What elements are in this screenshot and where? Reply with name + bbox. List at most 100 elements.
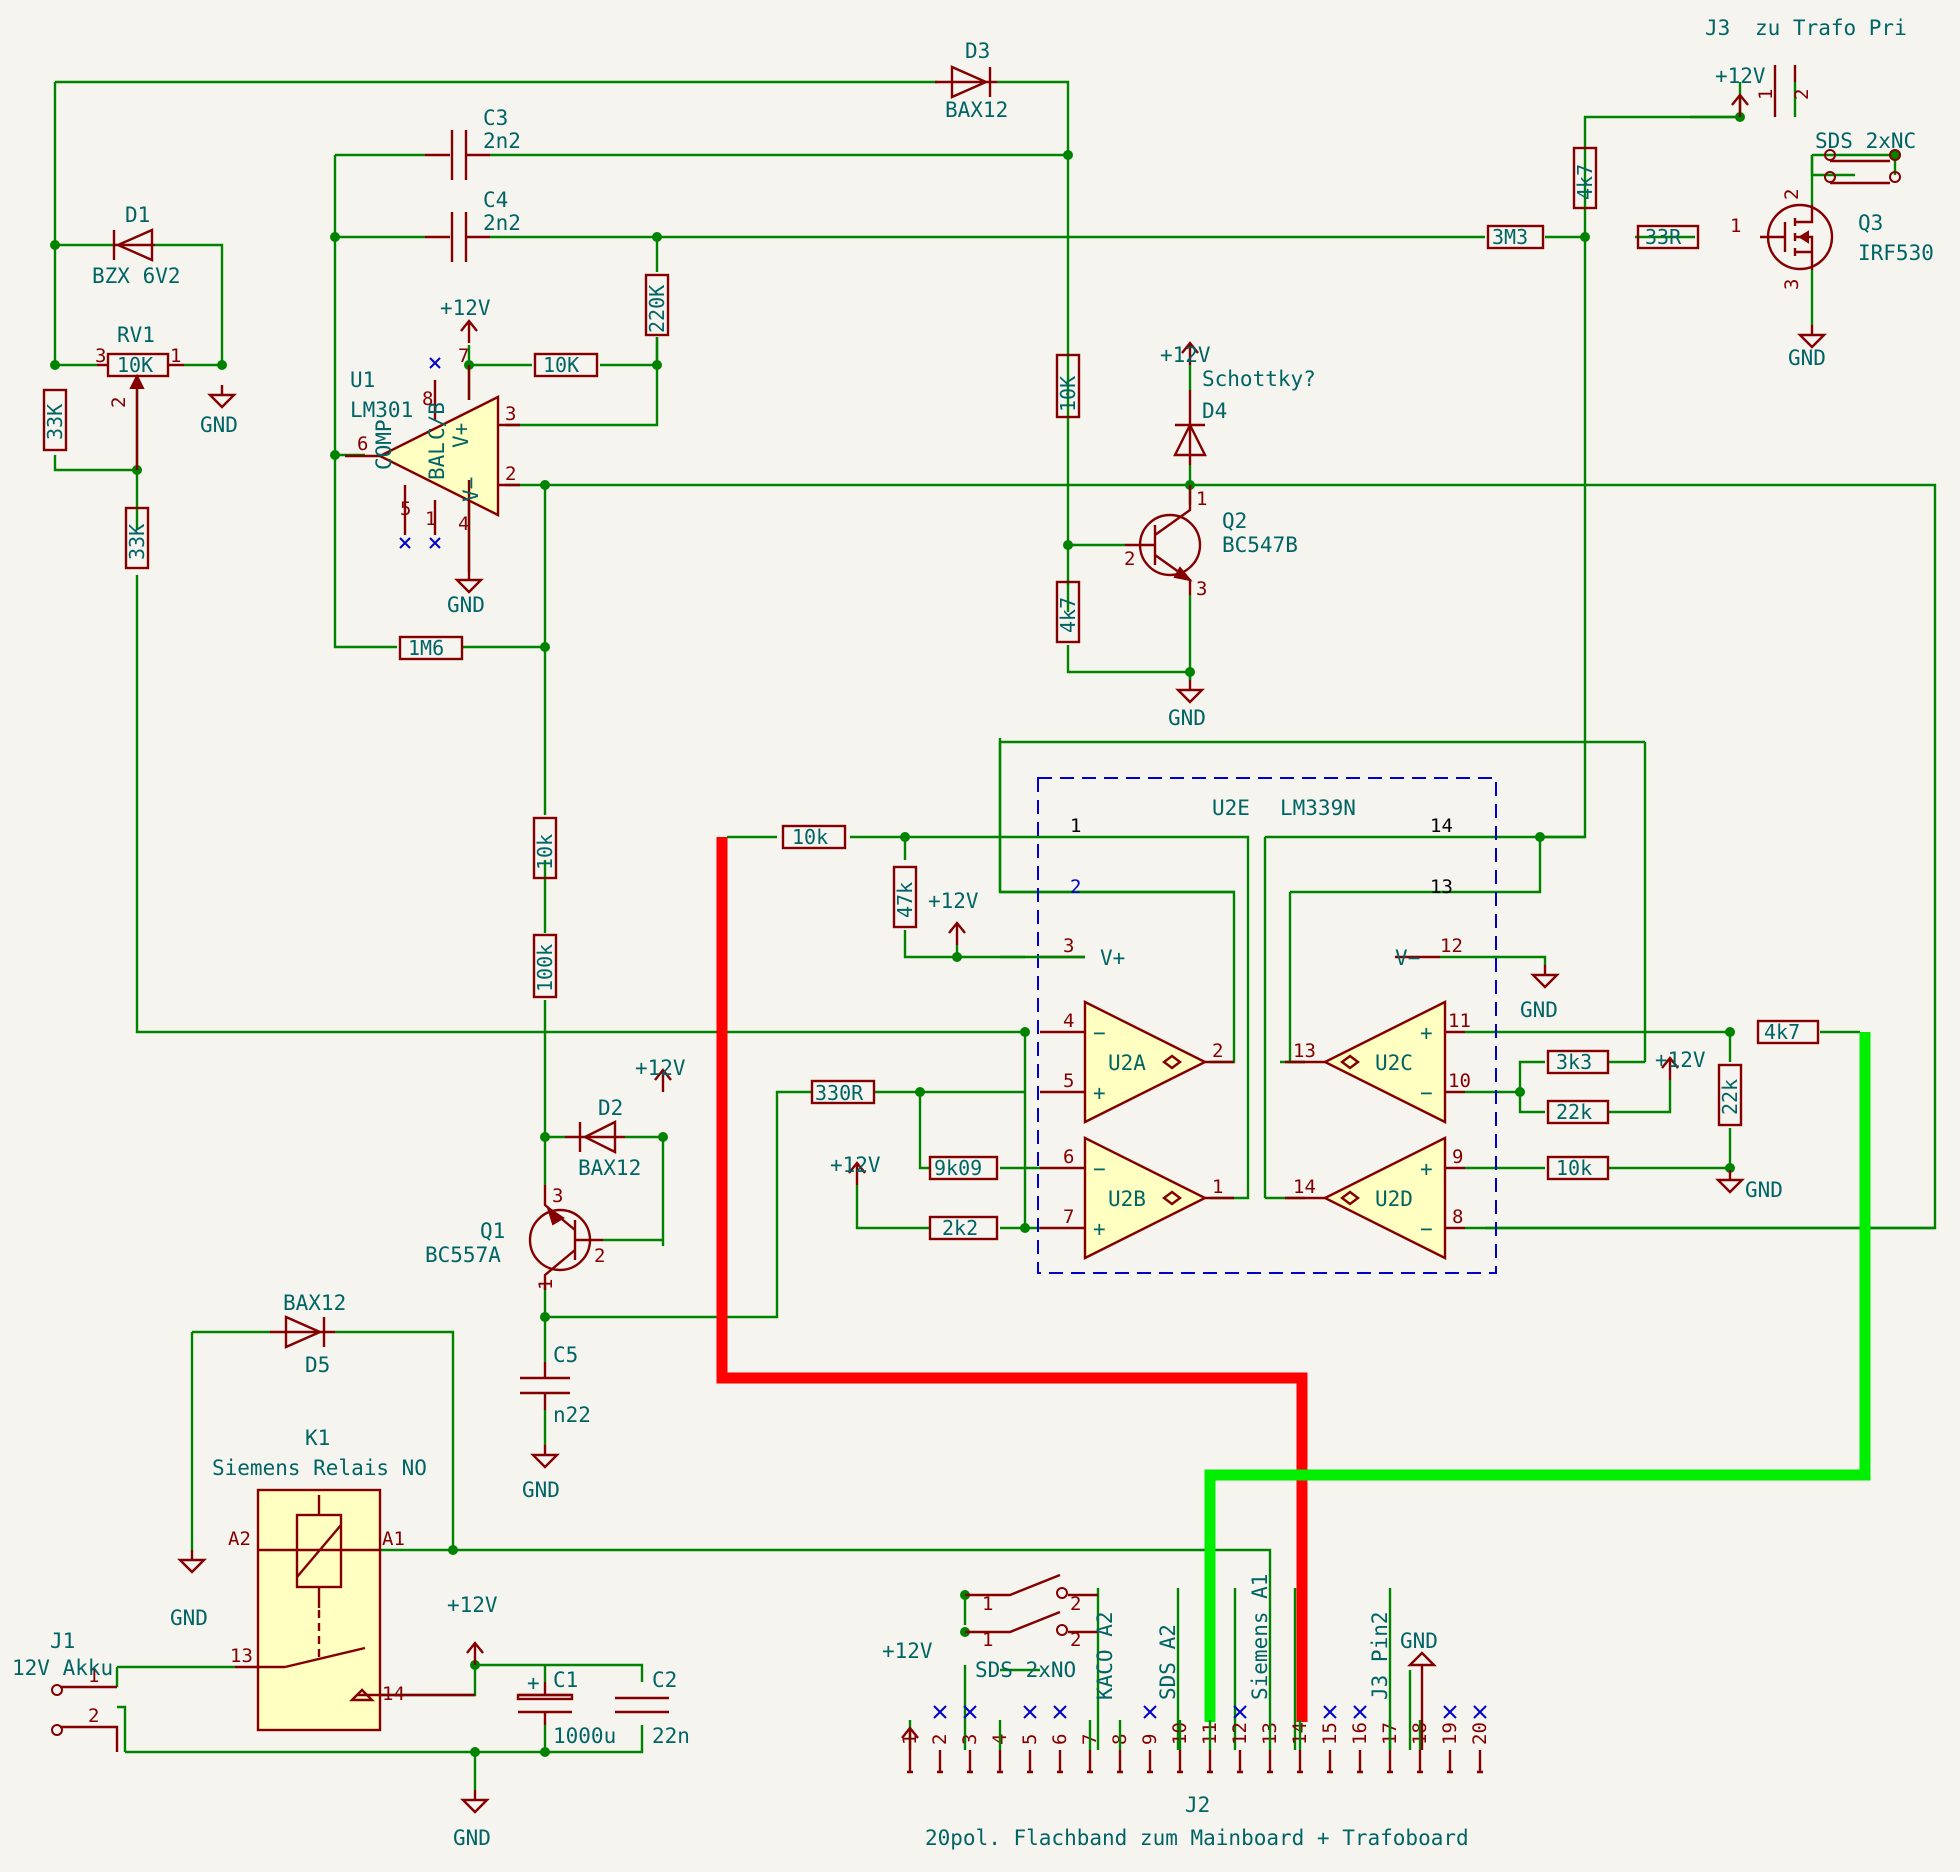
svg-text:9k09: 9k09 xyxy=(934,1156,982,1180)
transistor-q2: 2 1 3 Q2 BC547B xyxy=(1124,485,1298,600)
j2-pin-number: 15 xyxy=(1319,1722,1341,1745)
no-connect-marker xyxy=(1323,1705,1337,1719)
svg-text:3: 3 xyxy=(1196,578,1207,600)
svg-text:C/B: C/B xyxy=(425,402,449,440)
svg-text:11: 11 xyxy=(1448,1010,1471,1032)
svg-text:−: − xyxy=(1420,1081,1433,1105)
capacitor-c3: C3 2n2 xyxy=(425,106,521,180)
svg-text:−: − xyxy=(1420,1217,1433,1241)
svg-text:−: − xyxy=(1093,1021,1106,1045)
svg-text:D1: D1 xyxy=(125,203,150,227)
j2-label-kaco: KACO A2 xyxy=(1093,1611,1117,1700)
j2-pin-number: 2 xyxy=(929,1734,951,1745)
svg-text:C3: C3 xyxy=(483,106,508,130)
svg-text:2: 2 xyxy=(1070,1593,1081,1615)
svg-text:8: 8 xyxy=(422,388,433,410)
u2e-package-box xyxy=(1037,777,1497,1274)
svg-text:1: 1 xyxy=(1196,488,1207,510)
j2-pin-1 xyxy=(907,1750,913,1774)
svg-text:U2C: U2C xyxy=(1375,1051,1413,1075)
svg-text:3: 3 xyxy=(505,403,516,425)
svg-text:GND: GND xyxy=(200,413,238,437)
lm339-pin12: 12 xyxy=(1440,935,1463,957)
diode-d2: D2 BAX12 xyxy=(565,1096,641,1180)
svg-text:+12V: +12V xyxy=(1655,1048,1706,1072)
j2-pin-number: 19 xyxy=(1439,1722,1461,1745)
svg-text:GND: GND xyxy=(1745,1178,1783,1202)
svg-text:U2A: U2A xyxy=(1108,1051,1146,1075)
capacitor-c4: C4 2n2 xyxy=(425,188,521,262)
svg-text:3: 3 xyxy=(1781,279,1803,290)
svg-text:K1: K1 xyxy=(305,1426,330,1450)
junctions xyxy=(50,112,1900,1757)
svg-text:GND: GND xyxy=(170,1606,208,1630)
svg-text:1: 1 xyxy=(1212,1176,1223,1198)
svg-text:+: + xyxy=(1093,1081,1106,1105)
no-connect-markers xyxy=(399,357,441,549)
svg-text:GND: GND xyxy=(447,593,485,617)
svg-text:33K: 33K xyxy=(43,404,67,440)
j2-pin-16 xyxy=(1357,1750,1363,1774)
wires xyxy=(53,80,1937,1790)
svg-text:2: 2 xyxy=(108,397,130,408)
j2-pin-number: 3 xyxy=(959,1734,981,1745)
switch-sds-nc: SDS 2xNC xyxy=(1815,129,1916,185)
red-highlight-wire xyxy=(716,837,1308,1722)
svg-text:+12V: +12V xyxy=(830,1153,881,1177)
svg-text:SDS 2xNC: SDS 2xNC xyxy=(1815,129,1916,153)
no-connect-marker xyxy=(1143,1705,1157,1719)
svg-text:zu Trafo Pri: zu Trafo Pri xyxy=(1755,16,1907,40)
no-connect-marker xyxy=(1473,1705,1487,1719)
u2a-comparator: 4 5 2 −+ U2A xyxy=(1040,1000,1234,1124)
svg-text:7: 7 xyxy=(458,345,469,367)
lm339-pin13: 13 xyxy=(1430,876,1453,898)
j2-pin-18 xyxy=(1417,1750,1423,1774)
svg-text:14: 14 xyxy=(1293,1176,1316,1198)
svg-text:V−: V− xyxy=(459,477,483,502)
j2-pin-2 xyxy=(937,1750,943,1774)
j2-pin-number: 5 xyxy=(1019,1734,1041,1745)
lm339-pin14: 14 xyxy=(1430,815,1453,837)
svg-text:C4: C4 xyxy=(483,188,508,212)
svg-text:Q3: Q3 xyxy=(1858,211,1883,235)
svg-text:Q1: Q1 xyxy=(480,1219,505,1243)
j2-label-siemens: Siemens A1 xyxy=(1248,1574,1272,1700)
j2-pin-14 xyxy=(1297,1750,1303,1774)
j2-pin-17 xyxy=(1387,1750,1393,1774)
svg-text:C5: C5 xyxy=(553,1343,578,1367)
svg-text:9: 9 xyxy=(1452,1146,1463,1168)
j2-value: 20pol. Flachband zum Mainboard + Trafobo… xyxy=(925,1826,1469,1850)
no-connect-marker xyxy=(1053,1705,1067,1719)
svg-text:1: 1 xyxy=(982,1593,993,1615)
svg-text:+12V: +12V xyxy=(635,1056,686,1080)
svg-text:2: 2 xyxy=(1781,189,1803,200)
svg-text:4k7: 4k7 xyxy=(1764,1020,1800,1044)
j2-pin-10 xyxy=(1177,1750,1183,1774)
j2-pin-number: 16 xyxy=(1349,1722,1371,1745)
svg-text:Q2: Q2 xyxy=(1222,509,1247,533)
resistors: 33K 33K 220K 10K 1M6 10K 4k7 10k 100k 10… xyxy=(42,146,1820,1241)
svg-text:+12V: +12V xyxy=(928,889,979,913)
j2-pin-5 xyxy=(1027,1750,1033,1774)
svg-text:2k2: 2k2 xyxy=(942,1216,978,1240)
capacitor-c1: + C1 1000u xyxy=(516,1668,616,1748)
svg-text:−: − xyxy=(1093,1157,1106,1181)
svg-text:13: 13 xyxy=(230,1645,253,1667)
svg-text:7: 7 xyxy=(1063,1206,1074,1228)
j2-pin-12 xyxy=(1237,1750,1243,1774)
svg-text:BAX12: BAX12 xyxy=(283,1291,346,1315)
svg-text:1: 1 xyxy=(1755,89,1777,100)
svg-text:2: 2 xyxy=(1070,1629,1081,1651)
svg-text:COMP: COMP xyxy=(372,419,396,470)
svg-text:C1: C1 xyxy=(553,1668,578,1692)
svg-text:+12V: +12V xyxy=(1160,343,1211,367)
svg-text:10k: 10k xyxy=(792,825,828,849)
svg-text:1: 1 xyxy=(535,1279,557,1290)
j2-pin-15 xyxy=(1327,1750,1333,1774)
svg-text:+12V: +12V xyxy=(447,1593,498,1617)
j2-pin-11 xyxy=(1207,1750,1213,1774)
svg-text:GND: GND xyxy=(522,1478,560,1502)
svg-text:GND: GND xyxy=(1520,998,1558,1022)
u2b-comparator: 6 7 1 −+ U2B xyxy=(1040,1136,1234,1260)
